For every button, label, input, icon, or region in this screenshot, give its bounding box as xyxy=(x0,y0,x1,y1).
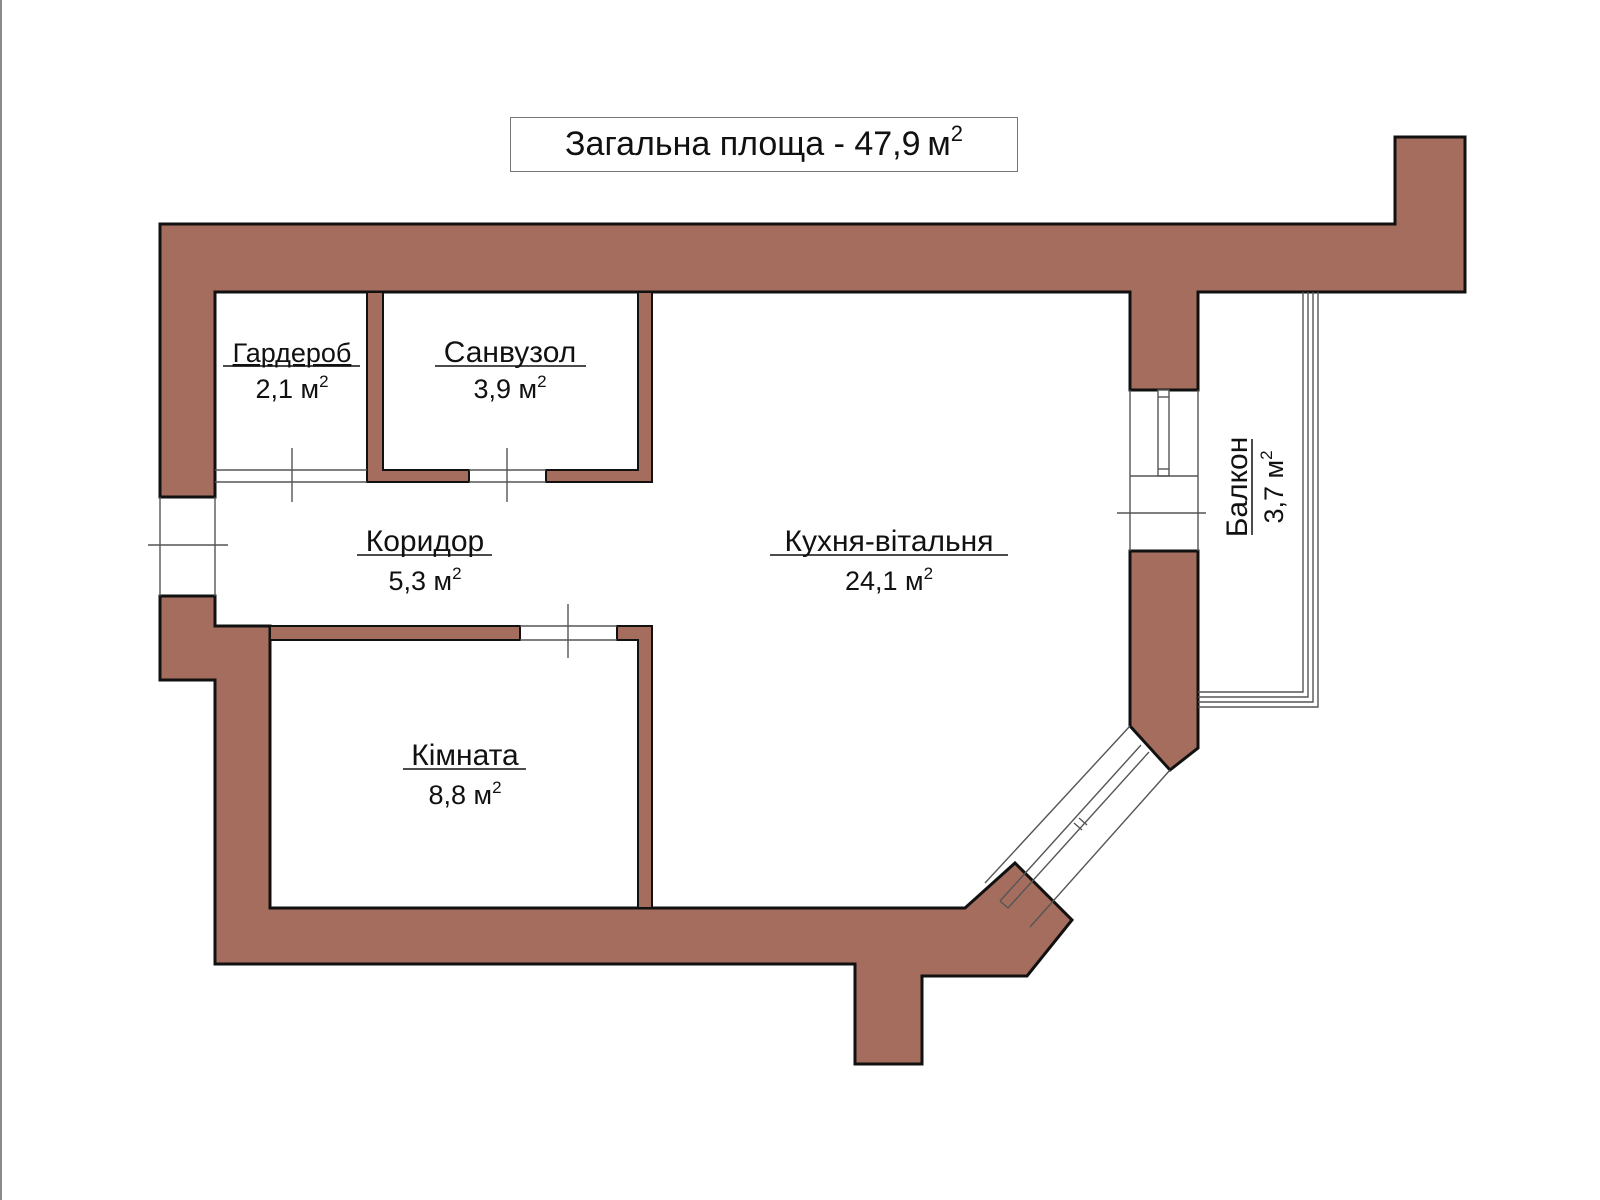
bathroom-door xyxy=(469,448,546,502)
room-area: 24,1 xyxy=(845,566,898,596)
openings xyxy=(148,292,1319,928)
wardrobe-door xyxy=(215,448,367,502)
room-area: 2,1 xyxy=(255,374,293,404)
wall-bathroom-right xyxy=(545,291,653,483)
room-name: Кімната xyxy=(411,739,519,772)
room-name: Гардероб xyxy=(233,338,352,368)
room-name: Балкон xyxy=(1221,437,1254,538)
room-label-balcony: Балкон 3,7 м2 xyxy=(1221,437,1289,538)
svg-text:2,1 м2: 2,1 м2 xyxy=(255,372,328,404)
wall-top-left xyxy=(158,135,1467,499)
total-area-box: Загальна площа - 47,9 м2 xyxy=(510,117,1018,172)
room-area: 8,8 xyxy=(428,780,466,810)
svg-text:5,3 м2: 5,3 м2 xyxy=(388,564,461,596)
entrance-door xyxy=(148,497,228,596)
room-door xyxy=(520,604,617,658)
room-area: 3,9 xyxy=(473,374,511,404)
room-area: 5,3 xyxy=(388,566,426,596)
total-area-prefix: Загальна площа - xyxy=(565,125,855,163)
wall-room-top xyxy=(269,625,521,641)
room-label-kitchen-living: Кухня-вітальня 24,1 м2 xyxy=(770,525,1008,596)
room-label-corridor: Коридор 5,3 м2 xyxy=(357,525,492,596)
total-area-value: 47,9 xyxy=(854,125,921,163)
room-label-bathroom: Санвузол 3,9 м2 xyxy=(435,336,586,404)
svg-text:24,1 м2: 24,1 м2 xyxy=(845,564,933,596)
svg-text:3,7 м2: 3,7 м2 xyxy=(1257,450,1289,523)
svg-text:8,8 м2: 8,8 м2 xyxy=(428,778,501,810)
room-name: Санвузол xyxy=(444,336,576,369)
wall-bottom-left xyxy=(158,594,1075,1066)
page-left-border xyxy=(0,0,2,1200)
room-label-room: Кімната 8,8 м2 xyxy=(403,739,526,810)
bay-window xyxy=(984,725,1171,928)
balcony-window-door xyxy=(1117,389,1206,551)
room-name: Кухня-вітальня xyxy=(785,525,994,558)
svg-text:3,9 м2: 3,9 м2 xyxy=(473,372,546,404)
outer-walls xyxy=(158,135,1467,1066)
room-area: 3,7 xyxy=(1259,486,1289,524)
wall-bathroom xyxy=(366,291,470,483)
wall-room-right xyxy=(616,625,653,909)
total-area-label: Загальна площа - 47,9 м2 xyxy=(565,123,963,164)
total-area-unit: м xyxy=(927,125,951,163)
balcony-railing xyxy=(1198,292,1319,708)
wall-right-lower xyxy=(1128,549,1200,773)
room-label-wardrobe: Гардероб 2,1 м2 xyxy=(223,338,360,404)
room-name: Коридор xyxy=(366,525,484,558)
total-area-unit-sup: 2 xyxy=(950,121,963,146)
